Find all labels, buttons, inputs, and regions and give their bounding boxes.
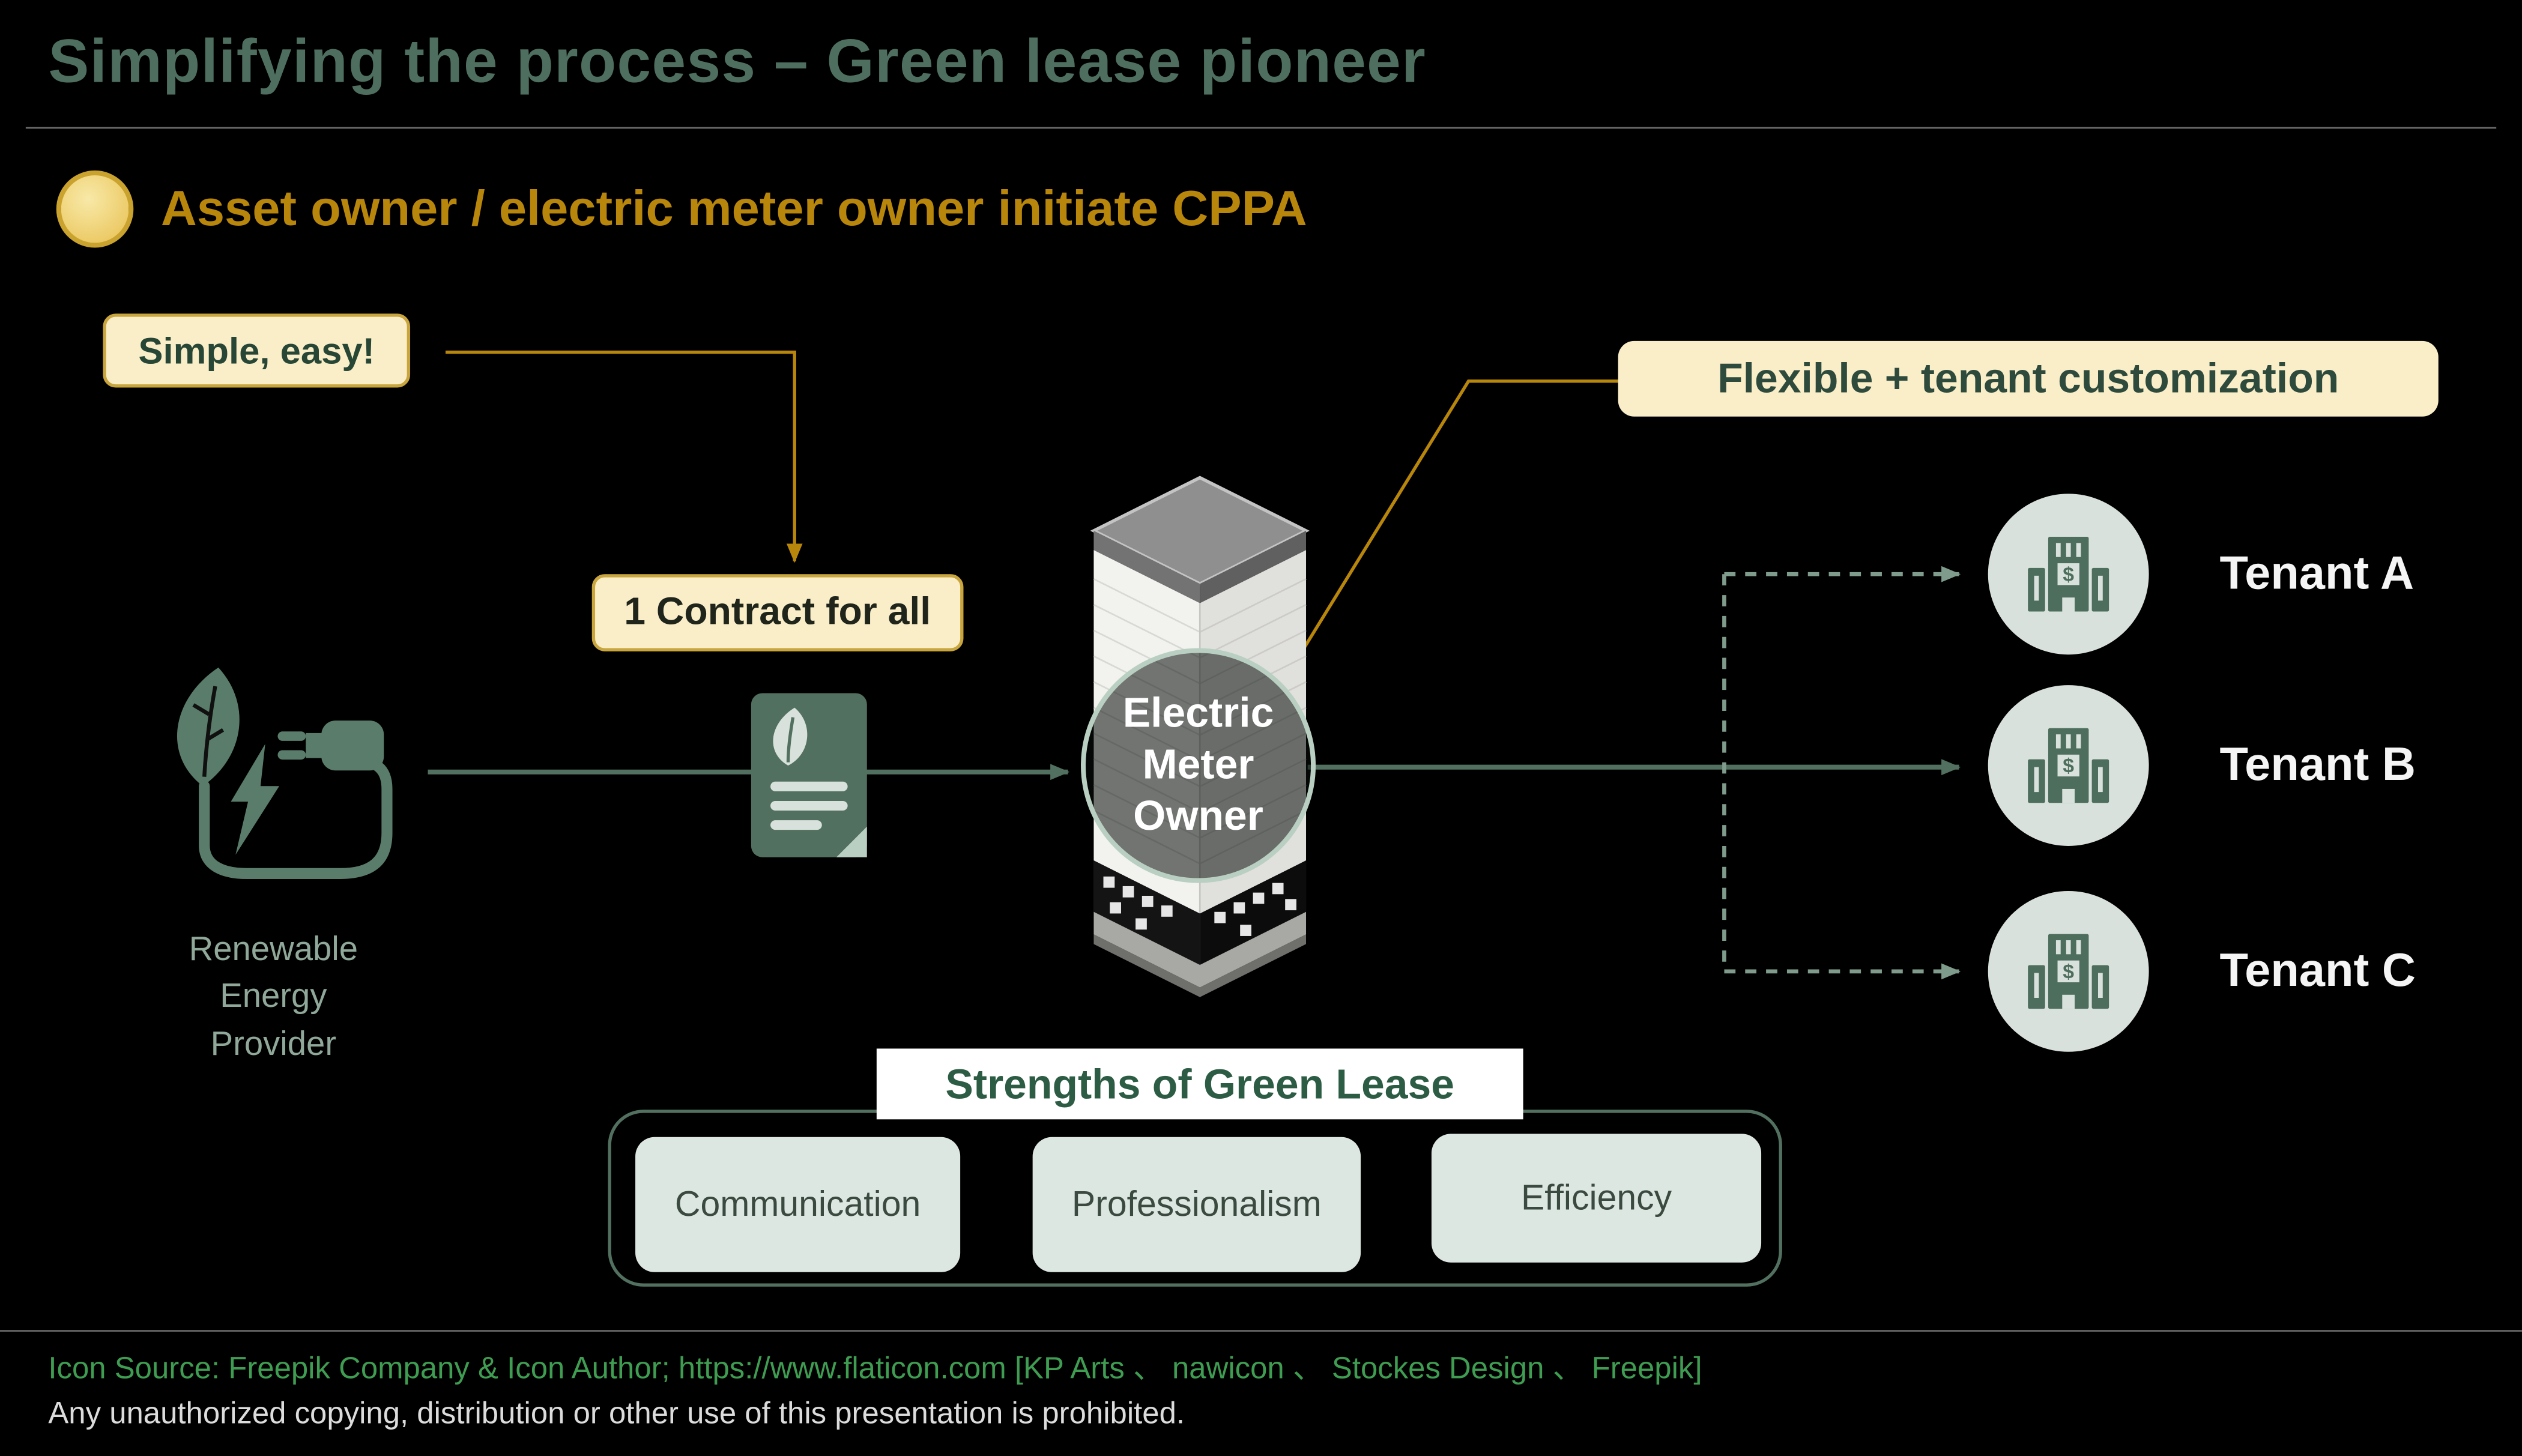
strength-communication: Communication (635, 1137, 961, 1272)
tenant-building-dollar-icon (2019, 524, 2118, 624)
renewable-energy-icon (153, 656, 418, 894)
tenant-c-label: Tenant C (2219, 946, 2416, 997)
connector-flexible-to-meter (1283, 379, 1618, 680)
gold-circle-bullet-icon (56, 170, 134, 248)
provider-label: Renewable Energy Provider (189, 931, 358, 1063)
tenant-b-icon (1988, 685, 2149, 846)
footer-icon-source: Icon Source: Freepik Company & Icon Auth… (48, 1352, 1702, 1386)
tenant-a-label: Tenant A (2219, 548, 2415, 600)
page-title: Simplifying the process – Green lease pi… (48, 29, 1427, 97)
callout-flexible-customization: Flexible + tenant customization (1618, 340, 2439, 417)
strength-efficiency: Efficiency (1431, 1134, 1762, 1263)
tenant-building-dollar-icon (2019, 716, 2118, 815)
callout-one-contract: 1 Contract for all (591, 574, 963, 651)
title-divider (25, 127, 2497, 129)
section-heading: Asset owner / electric meter owner initi… (160, 180, 1307, 237)
callout-simple-easy: Simple, easy! (103, 313, 411, 388)
tenant-b-label: Tenant B (2219, 740, 2416, 791)
connector-simple-to-contract (445, 350, 803, 563)
tenant-a-icon (1988, 494, 2149, 655)
green-contract-document-icon (749, 692, 868, 859)
meter-owner-label: Electric Meter Owner (1122, 689, 1274, 839)
footer-divider (0, 1330, 2522, 1332)
tenant-c-icon (1988, 890, 2149, 1052)
strength-professionalism: Professionalism (1032, 1137, 1361, 1272)
electric-meter-owner-badge: Electric Meter Owner (1081, 648, 1316, 883)
strengths-title: Strengths of Green Lease (876, 1048, 1523, 1120)
footer-copyright: Any unauthorized copying, distribution o… (48, 1397, 1185, 1431)
tenant-building-dollar-icon (2019, 922, 2118, 1021)
